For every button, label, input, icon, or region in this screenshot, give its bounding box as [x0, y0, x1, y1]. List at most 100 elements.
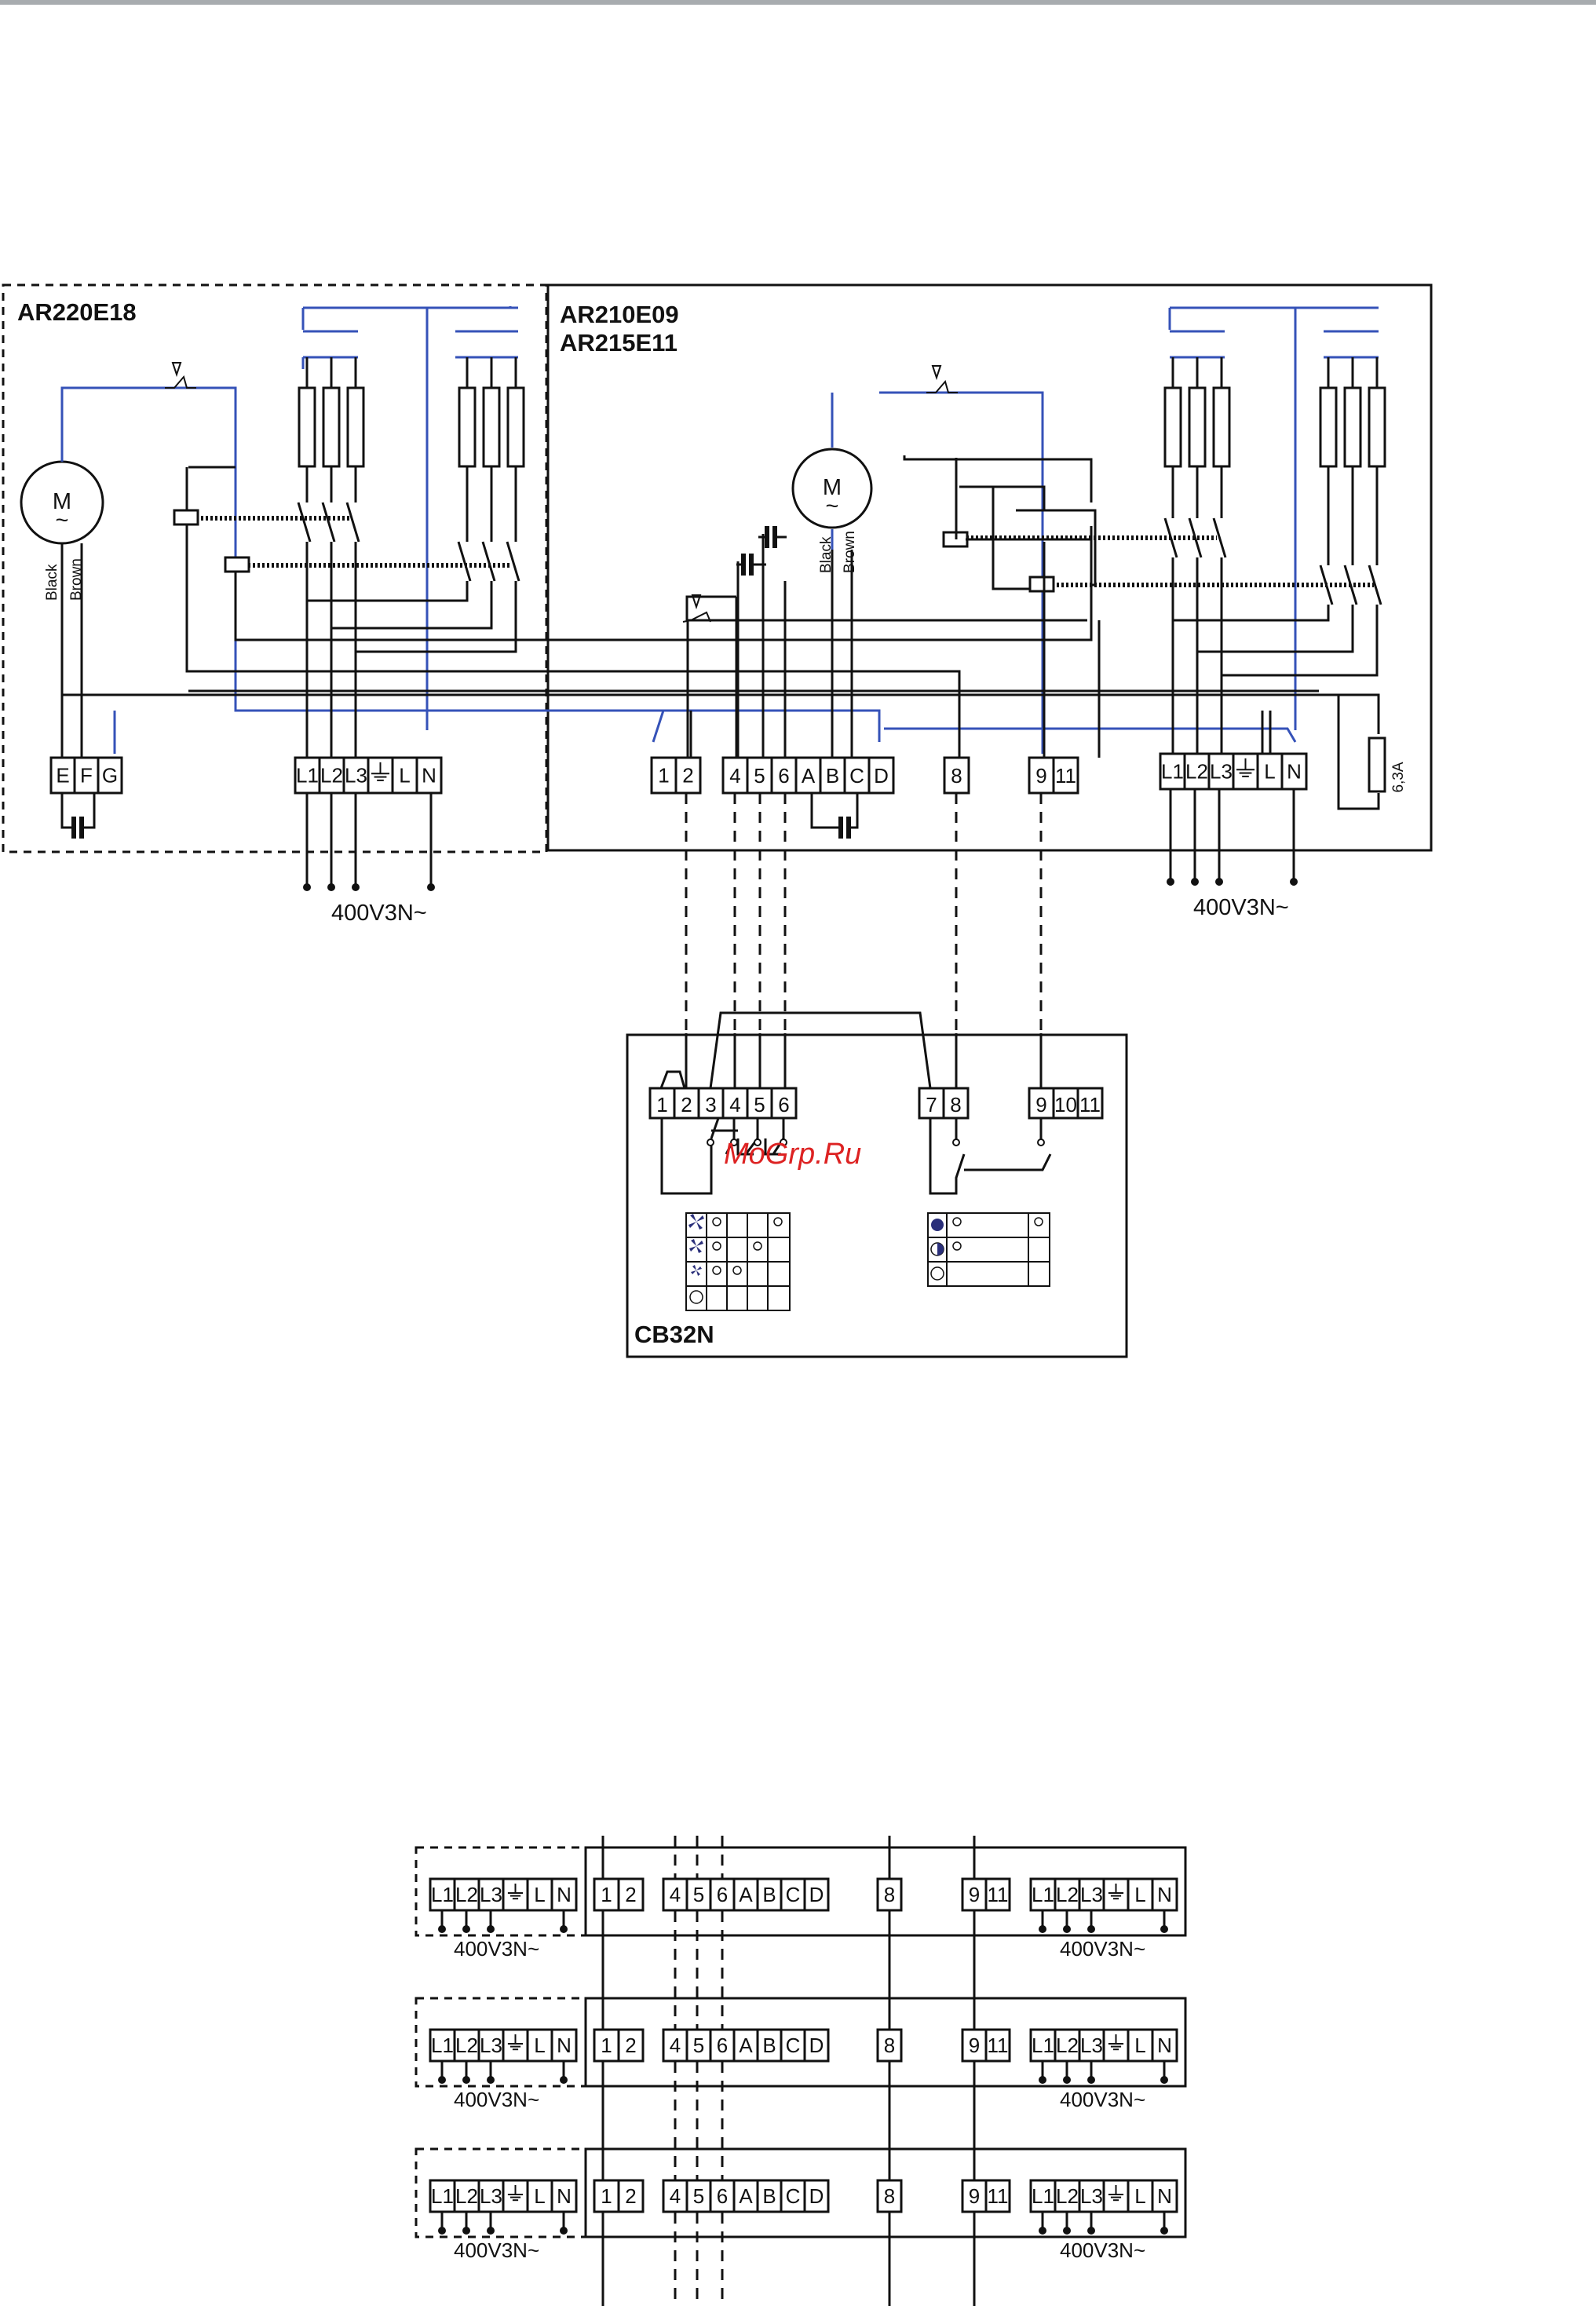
- diagram-static-lines: [2, 283, 1433, 2306]
- cb-terminal-label: 11: [1079, 1093, 1101, 1116]
- heater-motor-terminal-label: F: [80, 764, 93, 788]
- series-terminal-label: 4: [670, 2184, 681, 2208]
- main-control-terminal-label: D: [874, 764, 889, 788]
- ground-icon: [1108, 1884, 1124, 1900]
- series-terminal-label: L3: [1080, 2184, 1103, 2208]
- series-terminal-label: D: [809, 2034, 824, 2057]
- series-terminal-label: L3: [1080, 1883, 1103, 1906]
- control-unit-title: CB32N: [634, 1321, 714, 1348]
- main-unit-title-2: AR215E11: [560, 329, 677, 356]
- main-control-terminal-label: 1: [658, 764, 669, 788]
- series-terminal-label: L3: [1080, 2034, 1103, 2057]
- series-supply-dot: [560, 2076, 568, 2084]
- series-terminal-cell: [685, 2179, 712, 2213]
- heater-motor-wire-black: Black: [44, 564, 60, 601]
- series-terminal-label: A: [739, 2184, 753, 2208]
- series-terminal-cell: [709, 2179, 736, 2213]
- series-terminal-label: 5: [693, 2034, 704, 2057]
- main-control-terminal-label: 8: [951, 764, 962, 788]
- cb-terminal-label: 7: [926, 1093, 937, 1116]
- series-terminal-label: 6: [717, 2184, 728, 2208]
- series-terminal-label: L1: [1032, 1883, 1054, 1906]
- watermark-text: MoGrp.Ru: [724, 1138, 861, 1171]
- series-terminal-cell: [803, 2028, 830, 2063]
- top-rule: [0, 0, 1596, 5]
- main-power-terminal-label: L1: [1161, 760, 1184, 784]
- series-terminal-label: L: [1134, 1883, 1145, 1906]
- series-terminal-label: 8: [884, 2184, 895, 2208]
- series-terminal-cell: [780, 2179, 806, 2213]
- series-heater-supply-label: 400V3N~: [454, 1937, 539, 1961]
- series-terminal-label: L2: [1056, 2034, 1079, 2057]
- series-terminal-label: 4: [670, 1883, 681, 1906]
- series-terminal-label: 2: [625, 2034, 636, 2057]
- heater-power-terminal-cell: [415, 756, 443, 795]
- series-supply-dot: [1160, 2227, 1168, 2235]
- main-power-terminal-label: N: [1287, 760, 1302, 784]
- heater-power-terminal-label: N: [422, 764, 436, 788]
- series-terminal-label: 11: [988, 2034, 1009, 2057]
- series-terminal-label: N: [1157, 2034, 1172, 2057]
- series-terminal-cell: [984, 1877, 1011, 1912]
- main-control-terminal-cell: [843, 756, 871, 795]
- series-terminal-cell: [984, 2179, 1011, 2213]
- main-enclosure: [546, 283, 1433, 852]
- cb32n-enclosure: [626, 1033, 1128, 1358]
- series-terminal-label: L2: [455, 1883, 478, 1906]
- series-terminal-cell: [662, 2028, 688, 2063]
- heater-motor-terminal-cell: [97, 756, 123, 795]
- cb-terminal-label: 9: [1035, 1093, 1046, 1116]
- series-terminal-label: 5: [693, 2184, 704, 2208]
- cb-terminal-cell: [942, 1087, 970, 1120]
- series-terminal-cell: [961, 1877, 988, 1912]
- series-terminal-label: 8: [884, 1883, 895, 1906]
- series-supply-dot: [1087, 2076, 1095, 2084]
- series-supply-dot: [1087, 1925, 1095, 1933]
- series-supply-dot: [438, 2076, 446, 2084]
- series-terminal-label: L1: [431, 2034, 454, 2057]
- main-motor: [791, 448, 873, 529]
- main-power-terminal-cell: [1183, 752, 1211, 791]
- cb-terminal-cell: [1028, 1087, 1055, 1120]
- series-terminal-label: N: [1157, 1883, 1172, 1906]
- series-terminal-cell: [617, 1877, 645, 1912]
- series-supply-dot: [1063, 2076, 1071, 2084]
- series-supply-dot: [462, 2076, 470, 2084]
- series-supply-dot: [462, 2227, 470, 2235]
- series-terminal-label: 1: [601, 2184, 612, 2208]
- ground-icon: [1108, 2185, 1124, 2202]
- main-supply-label: 400V3N~: [1193, 895, 1289, 920]
- series-terminal-cell: [593, 2179, 620, 2213]
- series-supply-dot: [560, 2227, 568, 2235]
- cb-terminal-label: 5: [754, 1093, 765, 1116]
- series-terminal-label: 9: [969, 1883, 980, 1906]
- series-terminal-label: L: [1134, 2034, 1145, 2057]
- series-terminal-cell: [1151, 2179, 1178, 2213]
- series-terminal-label: 2: [625, 1883, 636, 1906]
- series-terminal-label: B: [762, 1883, 776, 1906]
- series-terminal-cell: [617, 2028, 645, 2063]
- heater-power-terminal-cell: [318, 756, 345, 795]
- fuse: [1368, 736, 1386, 793]
- series-terminal-cell: [1078, 2179, 1105, 2213]
- series-supply-dot: [1063, 2227, 1071, 2235]
- series-terminal-label: L: [534, 2184, 545, 2208]
- series-terminal-label: N: [1157, 2184, 1172, 2208]
- main-motor-ac: ~: [826, 494, 839, 519]
- series-supply-dot: [1087, 2227, 1095, 2235]
- series-supply-dot: [487, 1925, 495, 1933]
- series-terminal-cell: [477, 1877, 505, 1912]
- series-terminal-label: N: [557, 2034, 572, 2057]
- main-control-terminal-cell: [721, 756, 749, 795]
- series-terminal-label: L: [534, 2034, 545, 2057]
- series-terminal-label: L1: [431, 2184, 454, 2208]
- series-terminal-cell: [685, 2028, 712, 2063]
- heater-motor-symbol: M: [53, 489, 71, 514]
- heater-power-terminal-label: L3: [345, 764, 367, 788]
- main-control-terminal-cell: [867, 756, 895, 795]
- series-terminal-label: 8: [884, 2034, 895, 2057]
- series-terminal-label: A: [739, 1883, 753, 1906]
- series-supply-dot: [462, 1925, 470, 1933]
- series-terminal-label: B: [762, 2034, 776, 2057]
